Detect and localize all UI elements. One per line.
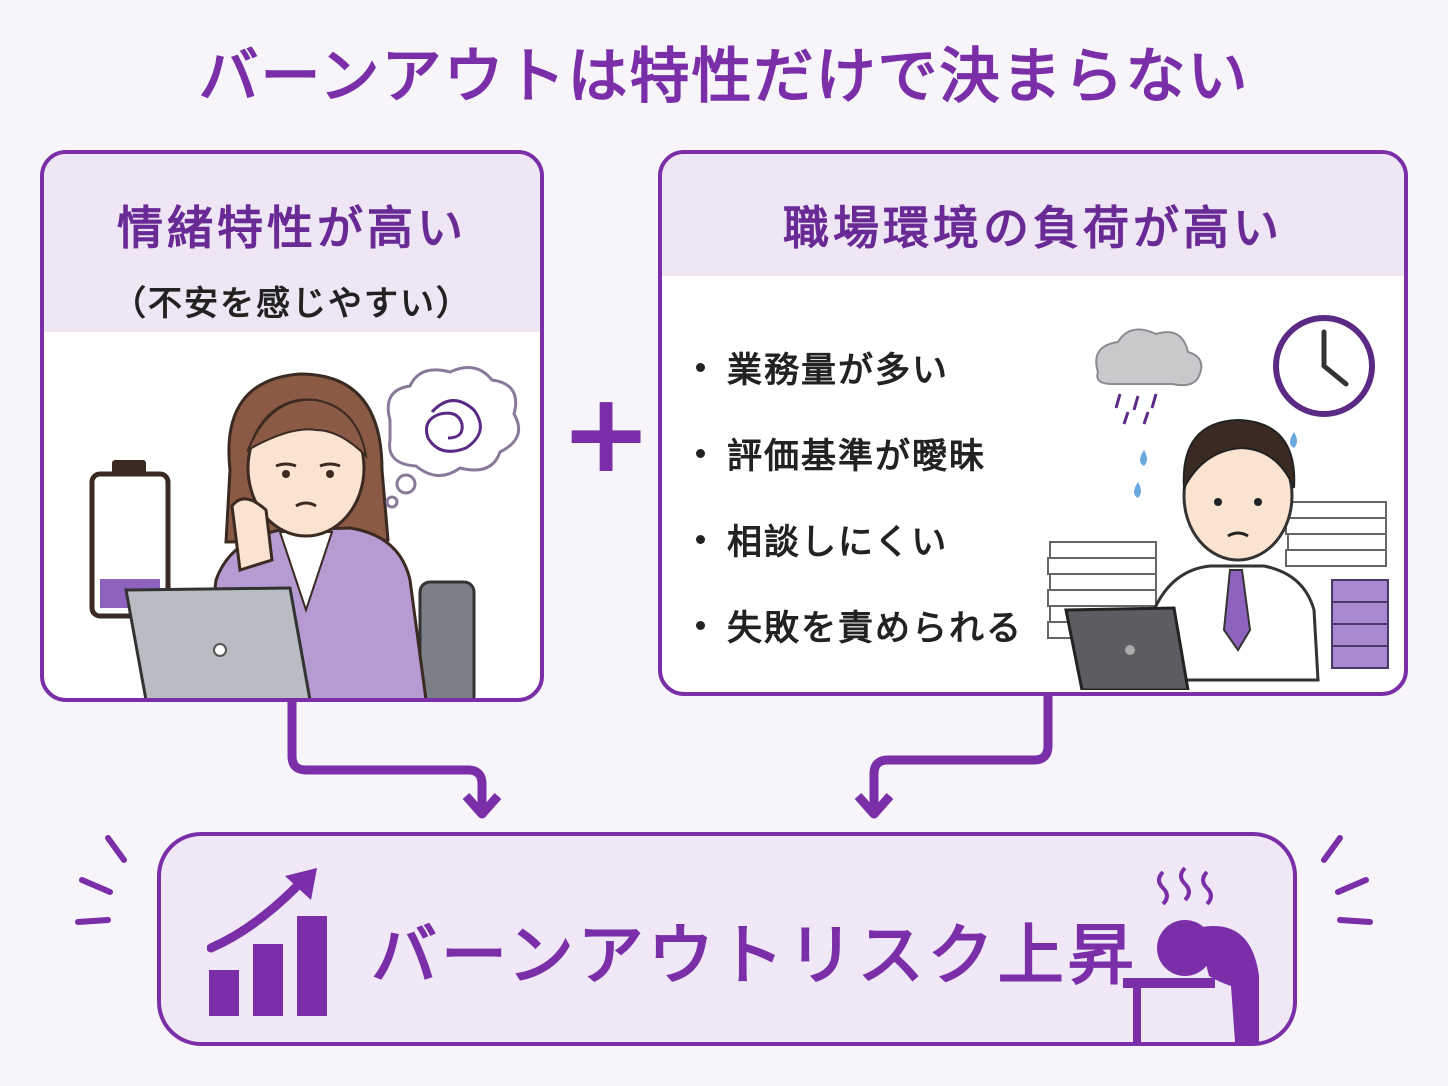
workplace-heading: 職場環境の負荷が高い [783, 201, 1283, 255]
burnout-risk-label: バーンアウトリスク上昇 [371, 917, 1138, 994]
bullet-item: 相談しにくい [696, 496, 1023, 582]
plus-sign: + [560, 369, 653, 497]
bullet-item: 業務量が多い [696, 324, 1023, 410]
rain-cloud-icon [1095, 328, 1203, 387]
left-connector-arrow [287, 700, 487, 812]
trait-subheading: （不安を感じやすい） [112, 284, 472, 324]
emphasis-lines-left [75, 835, 127, 925]
bullet-item: 失敗を責められる [696, 582, 1023, 668]
laptop [124, 586, 312, 698]
page-title: バーンアウトは特性だけで決まらない [198, 42, 1250, 112]
thought-bubble [386, 366, 521, 477]
trait-panel-header: 情緒特性が高い （不安を感じやすい） [44, 154, 540, 332]
stressed-man-illustration [1047, 315, 1389, 690]
emphasis-lines-right [1321, 835, 1373, 925]
hand [230, 497, 274, 572]
trait-heading: 情緒特性が高い [117, 201, 467, 255]
rising-bar-chart-icon [207, 868, 327, 1016]
anxious-woman-illustration [124, 366, 521, 698]
binder-stack [1331, 579, 1389, 669]
trait-panel: 情緒特性が高い （不安を感じやすい） [40, 150, 544, 702]
right-connector-arrow [869, 694, 1053, 812]
tie [1222, 569, 1252, 652]
burnout-risk-box: バーンアウトリスク上昇 [157, 832, 1297, 1046]
clock-icon [1273, 315, 1375, 417]
workplace-panel-header: 職場環境の負荷が高い [662, 154, 1404, 276]
exhausted-person-icon [1123, 866, 1259, 1042]
scribble-icon [425, 399, 482, 453]
man-hair [1182, 418, 1296, 492]
workplace-bullet-list: 業務量が多い 評価基準が曖昧 相談しにくい 失敗を責められる [696, 324, 1023, 668]
workplace-panel: 職場環境の負荷が高い 業務量が多い 評価基準が曖昧 相談しにくい 失敗を責められ… [658, 150, 1408, 696]
bullet-item: 評価基準が曖昧 [696, 410, 1023, 496]
paper-stack-right [1285, 501, 1387, 567]
